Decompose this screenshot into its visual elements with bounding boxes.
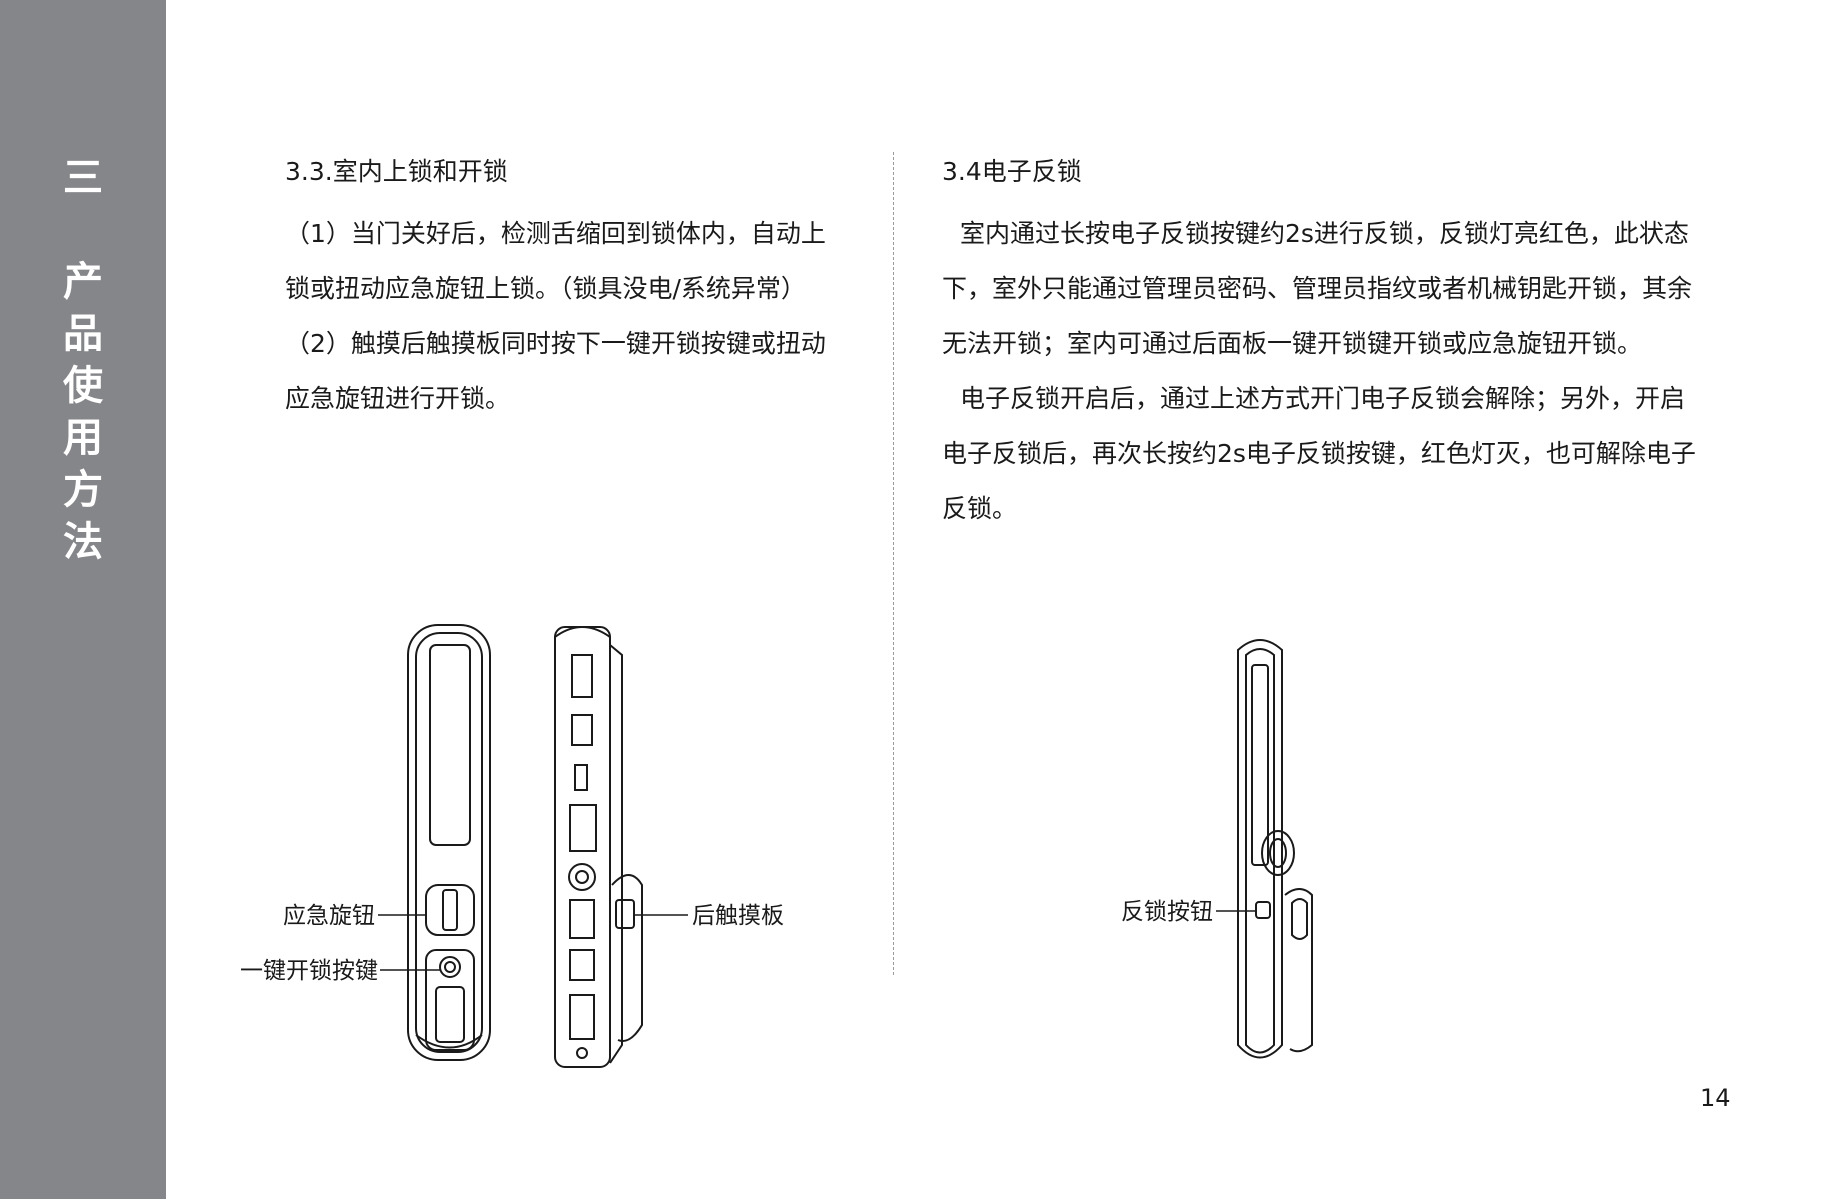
column-divider [893,152,894,975]
paragraph-unlock: （2）触摸后触摸板同时按下一键开锁按键或扭动应急旋钮进行开锁。 [285,329,826,413]
section-indoor-lock: 3.3.室内上锁和开锁 （1）当门关好后，检测舌缩回到锁体内，自动上锁或扭动应急… [285,150,845,426]
label-emergency-knob: 应急旋钮 [283,903,375,929]
lock-diagram-figure: 应急旋钮 一键开锁按键 后触摸板 [240,624,784,1068]
one-key-unlock-shape [439,956,461,978]
chapter-sidebar [0,0,166,1199]
chapter-char: 用 [63,415,103,461]
chapter-char: 法 [63,519,103,565]
deadlock-diagram-figure: 反锁按钮 [1121,639,1313,1059]
chapter-char: 使 [63,363,103,409]
chapter-char: 产 [63,259,103,305]
label-deadlock-button: 反锁按钮 [1121,899,1213,925]
back-panel-illustration [554,626,643,1068]
front-panel-illustration [407,624,491,1061]
section-heading-3-3: 3.3.室内上锁和开锁 [285,157,508,186]
paragraph-deadlock-activate: 室内通过长按电子反锁按键约2s进行反锁，反锁灯亮红色，此状态下，室外只能通过管理… [942,219,1693,358]
chapter-char: 品 [63,311,103,357]
rear-touchpad-shape [611,874,643,1042]
paragraph-deadlock-release: 电子反锁开启后，通过上述方式开门电子反锁会解除；另外，开启电子反锁后，再次长按约… [942,384,1696,523]
chapter-char: 方 [63,467,103,513]
section-heading-3-4: 3.4电子反锁 [942,157,1082,186]
section-electronic-deadlock: 3.4电子反锁 室内通过长按电子反锁按键约2s进行反锁，反锁灯亮红色，此状态下，… [942,150,1702,536]
label-rear-touchpad: 后触摸板 [692,903,784,929]
chapter-number: 三 [63,155,103,201]
paragraph-auto-lock: （1）当门关好后，检测舌缩回到锁体内，自动上锁或扭动应急旋钮上锁。（锁具没电/系… [285,219,826,303]
chapter-title: 三 产 品 使 用 方 法 [0,152,166,568]
emergency-knob-shape [425,884,475,936]
deadlock-button-shape [1255,901,1271,919]
lock-side-illustration [1237,639,1313,1059]
label-one-key-unlock: 一键开锁按键 [240,958,378,984]
page-number: 14 [1700,1084,1731,1112]
